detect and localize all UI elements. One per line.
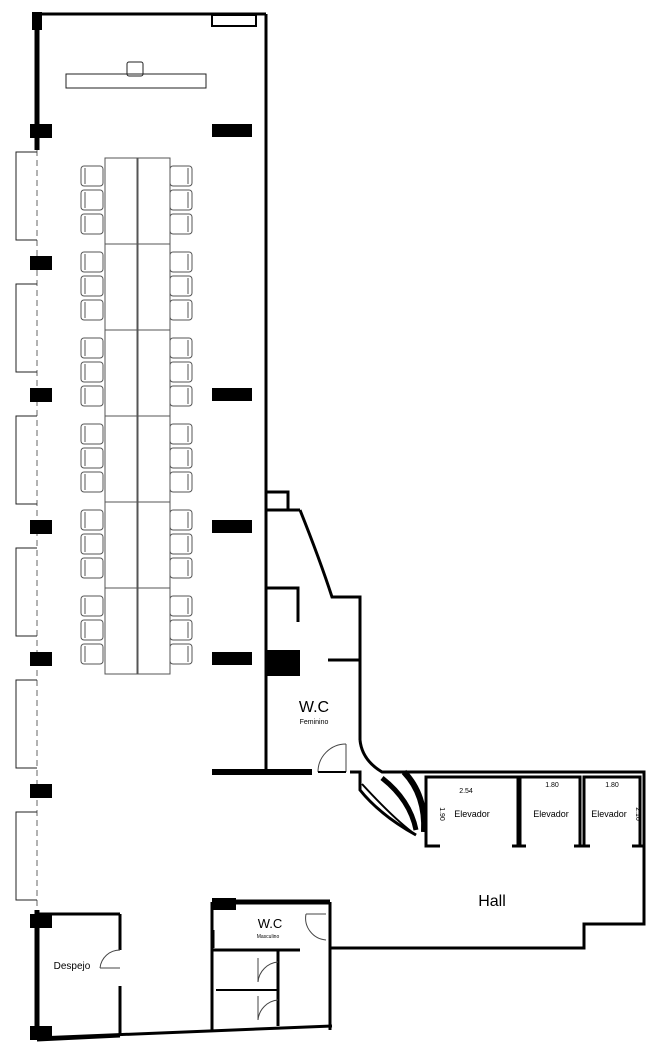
chair (80, 165, 104, 187)
chair (80, 509, 104, 531)
chair (169, 557, 193, 579)
elevator-3-width-dim: 1.80 (605, 782, 619, 789)
wc-feminino-title: W.C (299, 699, 329, 716)
conference-tables (104, 157, 171, 675)
despejo-door (99, 949, 121, 969)
chair (80, 361, 104, 383)
chair (80, 251, 104, 273)
wc-masculino-doors (213, 913, 327, 1021)
conference-chairs (80, 165, 193, 665)
chair (169, 275, 193, 297)
chair (169, 509, 193, 531)
despejo-walls (37, 912, 122, 1036)
chair (80, 557, 104, 579)
wc-masculino-walls (210, 898, 332, 1030)
window-bays (15, 151, 37, 901)
chair (80, 213, 104, 235)
wc-masculino-title: W.C (258, 916, 283, 931)
wall-pillars (30, 124, 252, 1040)
chair (169, 619, 193, 641)
chair (169, 533, 193, 555)
despejo-label: Despejo (54, 961, 91, 972)
chair (80, 299, 104, 321)
chair (80, 189, 104, 211)
elevator-3-depth-dim: 2.10 (634, 807, 641, 821)
chair (80, 275, 104, 297)
chair (169, 385, 193, 407)
chair (169, 643, 193, 665)
hall-walls (330, 739, 646, 950)
elevator-3-label: Elevador (591, 809, 627, 819)
chair (80, 595, 104, 617)
chair (169, 423, 193, 445)
elevator-1-depth-dim: 1.90 (438, 807, 445, 821)
chair (169, 165, 193, 187)
chair (169, 337, 193, 359)
hall-label: Hall (478, 893, 506, 910)
chair (80, 385, 104, 407)
chair (80, 533, 104, 555)
chair (80, 447, 104, 469)
elevator-2-label: Elevador (533, 809, 569, 819)
wc-feminino-subtitle: Feminino (300, 719, 329, 726)
top-cabinet (211, 14, 257, 27)
wc-masculino-subtitle: Masculino (257, 934, 280, 940)
chair (169, 361, 193, 383)
chair (80, 619, 104, 641)
elevator-2-width-dim: 1.80 (545, 782, 559, 789)
chair (169, 471, 193, 493)
chair (169, 251, 193, 273)
chair (169, 595, 193, 617)
chair (169, 299, 193, 321)
wc-feminino-walls (212, 490, 362, 775)
chair (169, 447, 193, 469)
projector-screen (65, 61, 207, 89)
chair (80, 423, 104, 445)
elevator-1-width-dim: 2.54 (459, 788, 473, 795)
chair (169, 189, 193, 211)
wc-feminino-door (317, 743, 347, 773)
chair (80, 337, 104, 359)
chair (80, 471, 104, 493)
chair (169, 213, 193, 235)
elevator-1-label: Elevador (454, 809, 490, 819)
chair (80, 643, 104, 665)
